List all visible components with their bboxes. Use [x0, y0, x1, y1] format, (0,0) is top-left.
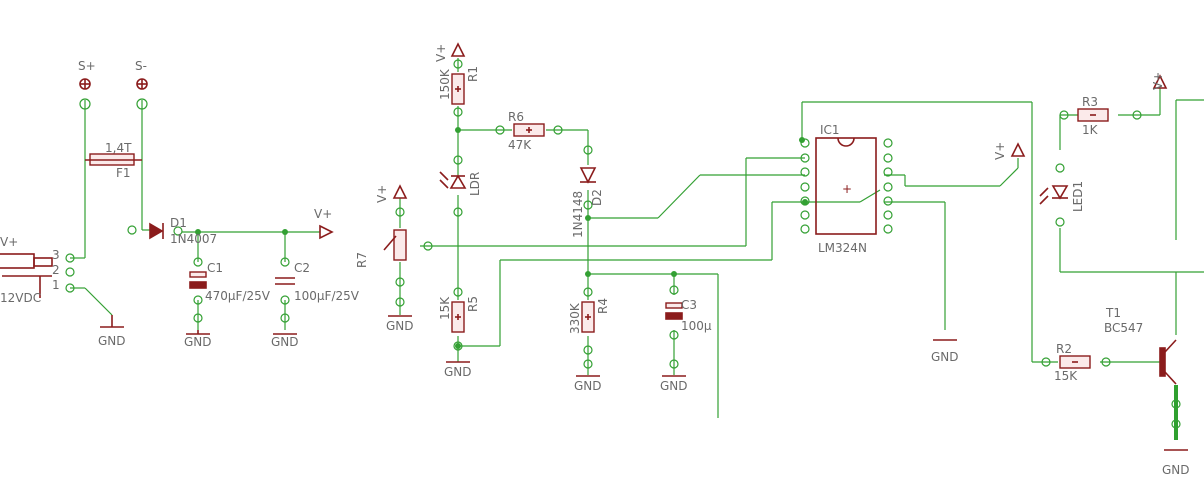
r7-name: R7	[355, 252, 369, 268]
jack-pin1: 1	[52, 278, 60, 292]
gnd-label-3: GND	[271, 335, 299, 349]
ic1-lm324n[interactable]: IC1 LM324N +	[800, 123, 893, 255]
led1[interactable]: LED1	[1039, 163, 1085, 227]
r2-value: 15K	[1054, 369, 1078, 383]
capacitor-c1[interactable]: C1 470µF/25V GND	[184, 257, 271, 349]
d1-name: D1	[170, 216, 187, 230]
c2-value: 100µF/25V	[294, 289, 360, 303]
r1-name: R1	[466, 66, 480, 82]
diode-d1[interactable]: D1 1N4007	[127, 216, 217, 246]
gnd-label-8: GND	[931, 350, 959, 364]
capacitor-c2[interactable]: C2 100µF/25V GND	[271, 257, 360, 349]
r6-value: 47K	[508, 138, 532, 152]
s-minus-label: S-	[135, 59, 147, 73]
c3-name: C3	[681, 298, 697, 312]
f1-name: F1	[116, 166, 131, 180]
ic1-left-pins	[800, 138, 810, 234]
ic1-plus: +	[842, 182, 852, 196]
r6-name: R6	[508, 110, 524, 124]
gnd-label-9: GND	[1162, 463, 1190, 477]
wires	[70, 58, 1204, 440]
r4-name: R4	[596, 298, 610, 314]
c1-name: C1	[207, 261, 223, 275]
ic1-right-pins	[883, 138, 893, 234]
ic1-value: LM324N	[818, 241, 867, 255]
s-plus-label: S+	[78, 59, 96, 73]
junctions	[195, 127, 808, 349]
r4-value: 330K	[568, 302, 582, 334]
resistor-r5[interactable]: 15K R5 GND	[438, 287, 480, 379]
r5-name: R5	[466, 296, 480, 312]
resistor-r6[interactable]: R6 47K	[495, 110, 563, 152]
gnd-label-7: GND	[660, 379, 688, 393]
jack-vplus: V+	[0, 235, 18, 249]
d2-name: D2	[590, 189, 604, 206]
ic1-name: IC1	[820, 123, 840, 137]
vplus-supply-1: V+	[314, 207, 334, 240]
c3-value: 100µ	[681, 319, 712, 333]
jack-value: 12VDC	[0, 291, 41, 305]
gnd-label-4: GND	[386, 319, 414, 333]
led1-label: LED1	[1071, 181, 1085, 212]
r1-value: 150K	[438, 68, 452, 100]
c2-name: C2	[294, 261, 310, 275]
resistor-r2[interactable]: R2 15K	[1041, 342, 1111, 383]
t1-name: T1	[1105, 306, 1121, 320]
ldr[interactable]: LDR	[439, 155, 482, 217]
jack-pin3: 3	[52, 248, 60, 262]
jack-pin2: 2	[52, 263, 60, 277]
r3-name: R3	[1082, 95, 1098, 109]
gnd-label-5: GND	[444, 365, 472, 379]
potentiometer-r7[interactable]: V+ R7 GND	[355, 184, 433, 333]
fuse-f1[interactable]: 1,4T F1	[85, 141, 142, 180]
vplus-label-2: V+	[434, 44, 448, 62]
vplus-label-5: V+	[1151, 72, 1165, 90]
vplus-label-4: V+	[993, 142, 1007, 160]
connector-s-plus[interactable]: S+	[78, 59, 96, 110]
resistor-r1[interactable]: 150K R1	[438, 59, 480, 117]
d2-value: 1N4148	[571, 191, 585, 238]
gnd-label-2: GND	[184, 335, 212, 349]
r5-value: 15K	[438, 296, 452, 320]
capacitor-c3[interactable]: C3 100µ GND	[660, 285, 712, 393]
ldr-label: LDR	[468, 172, 482, 196]
gnd-jack: GND	[98, 315, 126, 348]
f1-value: 1,4T	[105, 141, 132, 155]
c1-value: 470µF/25V	[205, 289, 271, 303]
r2-name: R2	[1056, 342, 1072, 356]
gnd-label-6: GND	[574, 379, 602, 393]
resistor-r4[interactable]: 330K R4 GND	[568, 287, 610, 393]
gnd-ic: GND	[931, 339, 959, 364]
dc-jack[interactable]: V+ 3 2 1 12VDC	[0, 235, 75, 305]
t1-value: BC547	[1104, 321, 1143, 335]
r3-value: 1K	[1082, 123, 1099, 137]
diode-d2[interactable]: 1N4148 D2	[571, 145, 604, 238]
resistor-r3[interactable]: R3 1K	[1059, 95, 1142, 137]
vplus-supply-4: V+	[993, 142, 1026, 160]
vplus-supply-2: V+	[434, 42, 466, 62]
transistor-t1[interactable]: T1 BC547 GND	[1104, 306, 1190, 477]
vplus-supply-5: V+	[1151, 72, 1168, 90]
connector-s-minus[interactable]: S-	[135, 59, 148, 110]
vplus-label-1: V+	[314, 207, 332, 221]
d1-value: 1N4007	[170, 232, 217, 246]
vplus-label-3: V+	[375, 185, 389, 203]
gnd-label-1: GND	[98, 334, 126, 348]
